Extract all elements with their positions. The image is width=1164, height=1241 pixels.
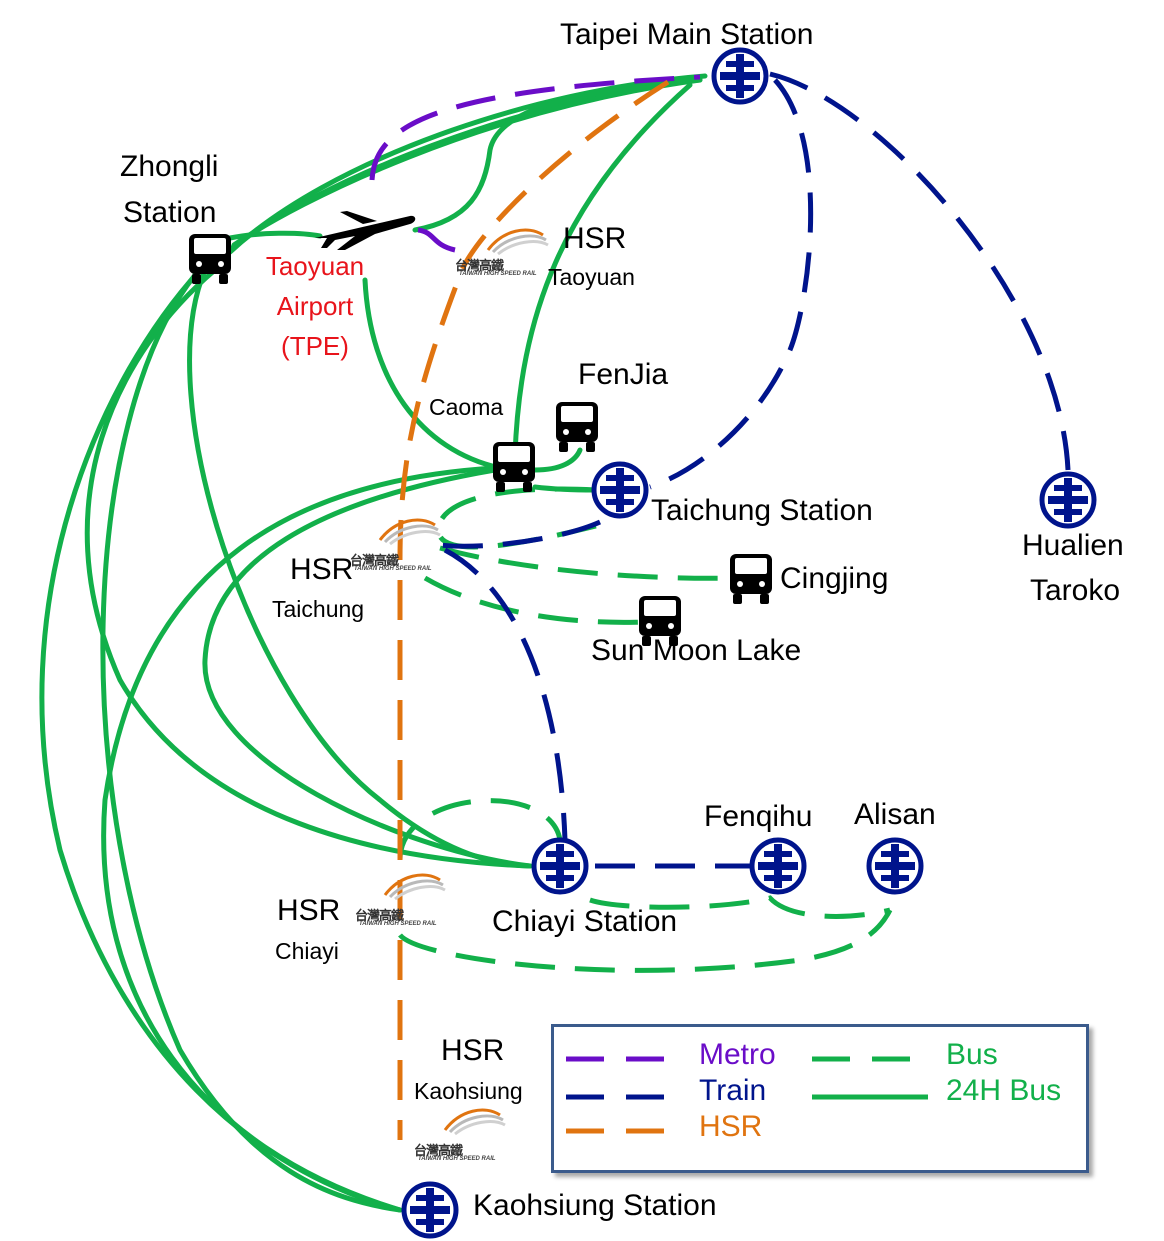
sun-moon-lake-label: Sun Moon Lake	[591, 634, 802, 667]
taichung-station-label: Taichung Station	[651, 494, 873, 527]
airport-label-line3: (TPE)	[281, 331, 349, 361]
train-station-icon	[752, 840, 804, 892]
train-station-icon	[1042, 474, 1094, 526]
hsr-logo-english: TAIWAN HIGH SPEED RAIL	[354, 566, 432, 572]
hsr-logo-english: TAIWAN HIGH SPEED RAIL	[418, 1156, 496, 1162]
hsr-logo-kaohsiung: 台灣高鐵 TAIWAN HIGH SPEED RAIL	[414, 1110, 514, 1170]
hsr-taichung-label-line2: Taichung	[272, 596, 365, 622]
hualien-label-line1: Hualien	[1022, 529, 1124, 562]
hsr-taoyuan-label-line1: HSR	[563, 222, 627, 255]
kaohsiung-station-label: Kaohsiung Station	[473, 1189, 717, 1222]
zhongli-label-line1: Zhongli	[120, 150, 219, 183]
hsr-taoyuan-label-line2: Taoyuan	[548, 264, 635, 290]
hsr-logo-taoyuan: 台灣高鐵 TAIWAN HIGH SPEED RAIL	[455, 225, 555, 285]
legend-hsr-label: HSR	[699, 1110, 763, 1143]
airplane-icon	[315, 211, 416, 250]
train-station-icon	[869, 840, 921, 892]
hsr-logo-chinese: 台灣高鐵	[455, 259, 504, 274]
fenjia-label: FenJia	[578, 358, 669, 391]
hsr-logo-chiayi: 台灣高鐵 TAIWAN HIGH SPEED RAIL	[355, 875, 455, 935]
legend-bus-label: Bus	[946, 1038, 998, 1071]
hualien-label-line2: Taroko	[1030, 574, 1121, 607]
hsr-logo-taichung: 台灣高鐵 TAIWAN HIGH SPEED RAIL	[350, 520, 450, 580]
hsr-logo-chinese: 台灣高鐵	[414, 1144, 463, 1159]
bus-icon	[556, 402, 598, 452]
train-station-icon	[534, 840, 586, 892]
cingjing-label: Cingjing	[780, 562, 889, 595]
hsr-logo-english: TAIWAN HIGH SPEED RAIL	[359, 921, 437, 927]
airport-label-line2: Airport	[276, 291, 354, 321]
train-station-icon	[714, 50, 766, 102]
legend-metro-label: Metro	[699, 1038, 776, 1071]
hsr-kaohsiung-label-line2: Kaohsiung	[414, 1078, 523, 1104]
train-station-icon	[594, 464, 646, 516]
fenqihu-label: Fenqihu	[704, 800, 813, 833]
legend-24h-bus-label: 24H Bus	[946, 1074, 1062, 1107]
hsr-kaohsiung-label-line1: HSR	[441, 1034, 505, 1067]
airport-label-line1: Taoyuan	[265, 251, 365, 281]
legend-swatches	[566, 1056, 928, 1134]
hsr-logo-chinese: 台灣高鐵	[350, 554, 399, 569]
hsr-chiayi-label-line2: Chiayi	[275, 938, 339, 964]
alisan-label: Alisan	[854, 798, 936, 831]
taipei-main-label: Taipei Main Station	[560, 18, 814, 51]
hsr-chiayi-label-line1: HSR	[277, 894, 341, 927]
hsr-logo-english: TAIWAN HIGH SPEED RAIL	[459, 271, 537, 277]
legend-train-label: Train	[699, 1074, 767, 1107]
caoma-label: Caoma	[429, 394, 504, 420]
hsr-logo-icon	[378, 228, 549, 1136]
hsr-logo-chinese: 台灣高鐵	[355, 909, 404, 924]
train-station-icon	[404, 1184, 456, 1236]
legend: Metro Train HSR Bus 24H Bus	[551, 1024, 1089, 1173]
bus-icon	[493, 442, 535, 492]
zhongli-label-line2: Station	[123, 196, 217, 229]
hsr-taichung-label-line1: HSR	[290, 553, 354, 586]
chiayi-station-label: Chiayi Station	[492, 905, 678, 938]
bus-icon	[730, 554, 772, 604]
